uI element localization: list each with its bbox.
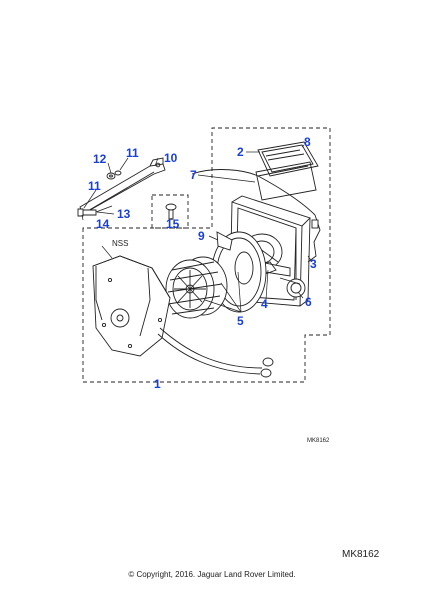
callout-12: 12 bbox=[93, 152, 107, 166]
callout-10: 10 bbox=[164, 151, 178, 165]
assembly-boundary-15 bbox=[151, 194, 189, 229]
callout-13: 13 bbox=[117, 207, 131, 221]
label-nss: NSS bbox=[112, 239, 129, 248]
callout-9: 9 bbox=[198, 229, 205, 243]
connector-plugs bbox=[260, 357, 274, 378]
callout-8: 8 bbox=[304, 135, 311, 149]
callout-11-upper: 11 bbox=[126, 146, 139, 160]
nut-and-washer bbox=[106, 170, 122, 180]
callout-7: 7 bbox=[190, 168, 197, 182]
callout-5: 5 bbox=[237, 314, 244, 328]
callout-6: 6 bbox=[305, 295, 312, 309]
callout-2: 2 bbox=[237, 145, 244, 159]
harness-cable bbox=[191, 169, 316, 216]
page-reference-code: MK8162 bbox=[342, 549, 380, 560]
impeller-wheel bbox=[165, 256, 228, 319]
callout-1: 1 bbox=[154, 377, 161, 391]
connector-lead bbox=[159, 327, 263, 369]
callout-3: 3 bbox=[310, 257, 317, 271]
callout-4: 4 bbox=[261, 297, 268, 311]
callout-15: 15 bbox=[166, 217, 180, 231]
leader-lines bbox=[81, 144, 313, 313]
blower-casing bbox=[92, 255, 171, 357]
callout-11-lower: 11 bbox=[88, 179, 101, 193]
callout-14: 14 bbox=[96, 217, 110, 231]
diagram-reference: MK8162 bbox=[307, 438, 330, 444]
retaining-clip bbox=[165, 203, 177, 220]
fixing-screw bbox=[77, 205, 113, 217]
copyright-notice: © Copyright, 2016. Jaguar Land Rover Lim… bbox=[128, 570, 296, 579]
seal-frame bbox=[255, 141, 319, 201]
assembly-boundary-1 bbox=[82, 127, 331, 383]
